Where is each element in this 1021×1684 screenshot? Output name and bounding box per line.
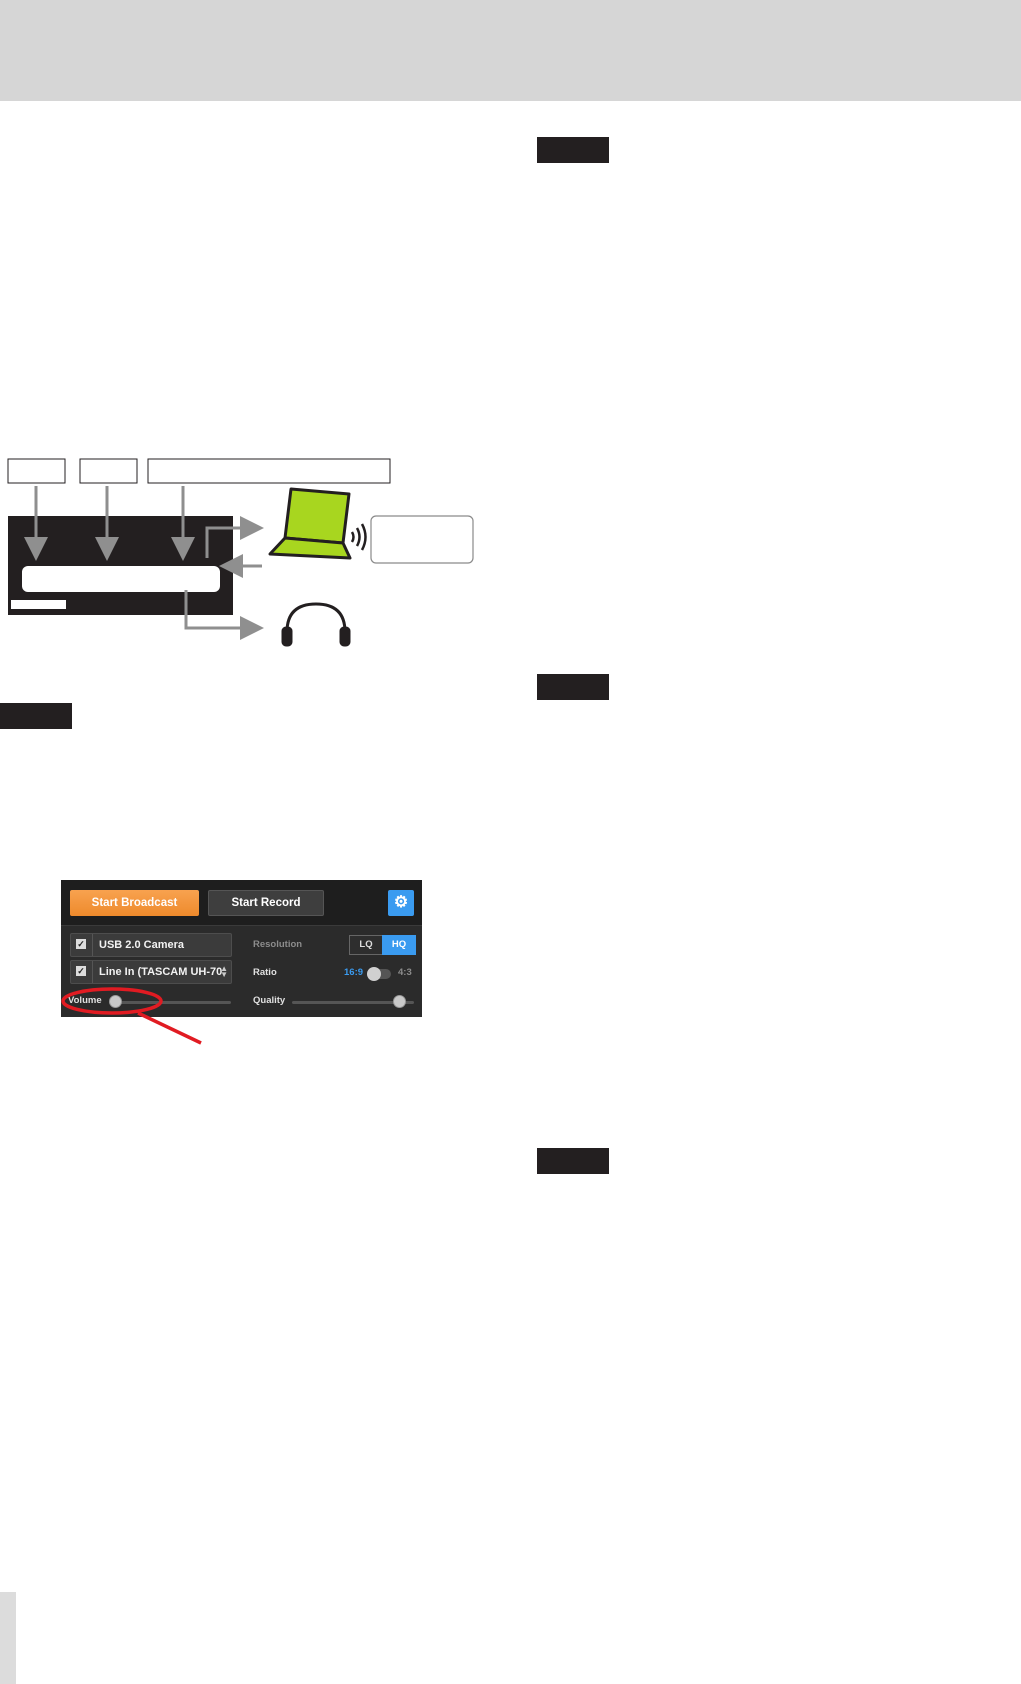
interface-device — [8, 516, 233, 615]
resolution-lq-button[interactable]: LQ — [349, 935, 383, 955]
audio-source-checkbox[interactable]: ✓ — [76, 966, 86, 976]
header-band — [0, 0, 1021, 101]
note-tag — [537, 1148, 609, 1174]
volume-slider-track[interactable] — [109, 1001, 231, 1004]
stream-service-box — [370, 515, 474, 564]
quality-slider-handle[interactable] — [393, 995, 407, 1008]
video-source-checkbox[interactable]: ✓ — [76, 939, 86, 949]
input-label-box — [7, 458, 66, 484]
gear-icon: ⚙ — [393, 894, 409, 911]
start-record-button[interactable]: Start Record — [208, 890, 324, 916]
volume-label: Volume — [68, 995, 102, 1006]
quality-slider-track[interactable] — [292, 1001, 414, 1004]
audio-source-label: Line In (TASCAM UH-70 — [99, 966, 223, 978]
video-source-row[interactable]: ✓ USB 2.0 Camera — [70, 933, 232, 957]
settings-button[interactable]: ⚙ — [388, 890, 414, 916]
broadcast-control-panel: Start Broadcast Start Record ⚙ ✓ USB 2.0… — [61, 880, 422, 1017]
volume-slider-handle[interactable] — [109, 995, 122, 1008]
audio-source-row[interactable]: ✓ Line In (TASCAM UH-70 ▲▼ — [70, 960, 232, 984]
wireless-icon — [350, 523, 367, 551]
device-label — [11, 600, 66, 609]
divider — [92, 961, 93, 983]
highlight-pointer-line — [137, 1011, 202, 1045]
input-label-box — [79, 458, 138, 484]
quality-label: Quality — [253, 995, 286, 1006]
connection-diagram — [7, 458, 474, 647]
note-tag — [537, 137, 609, 163]
input-label-box — [147, 458, 391, 484]
headphones-icon — [281, 602, 351, 647]
laptop-icon — [268, 487, 352, 560]
toggle-knob — [367, 967, 381, 981]
note-tag — [0, 703, 72, 729]
start-broadcast-button[interactable]: Start Broadcast — [70, 890, 199, 916]
page-edge-tab — [0, 1592, 16, 1684]
device-display-strip — [22, 566, 220, 592]
note-tag — [537, 674, 609, 700]
video-source-label: USB 2.0 Camera — [99, 939, 184, 951]
resolution-label: Resolution — [253, 939, 303, 950]
ratio-toggle[interactable] — [367, 967, 391, 981]
ratio-label: Ratio — [253, 967, 277, 978]
resolution-hq-button[interactable]: HQ — [382, 935, 416, 955]
divider — [92, 934, 93, 956]
ratio-4-3-label: 4:3 — [398, 967, 412, 978]
select-arrows-icon[interactable]: ▲▼ — [220, 964, 228, 979]
ratio-16-9-label: 16:9 — [344, 967, 364, 978]
